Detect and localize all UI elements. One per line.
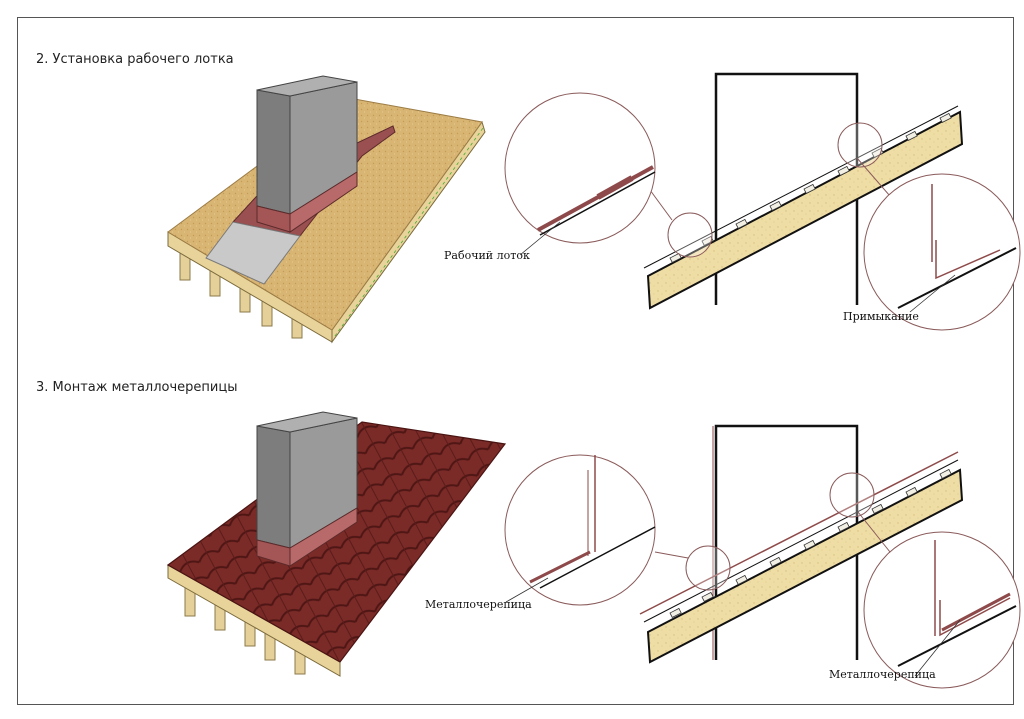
callout-abutment: Примыкание [843,310,919,323]
section-title-metal-tile-installation: 3. Монтаж металлочерепицы [36,380,238,395]
section-3-cross-section [504,424,1021,689]
callout-metal-tile-right: Металлочерепица [829,668,936,681]
drawing-frame [17,17,1014,705]
section-2-cross-section [504,72,1021,331]
callout-working-tray: Рабочий лоток [444,249,530,262]
section-title-tray-installation: 2. Установка рабочего лотка [36,52,234,67]
callout-metal-tile-left: Металлочерепица [425,598,532,611]
roof-3d-metal-tile-illustration [166,411,507,677]
roof-3d-tray-illustration [167,75,486,344]
